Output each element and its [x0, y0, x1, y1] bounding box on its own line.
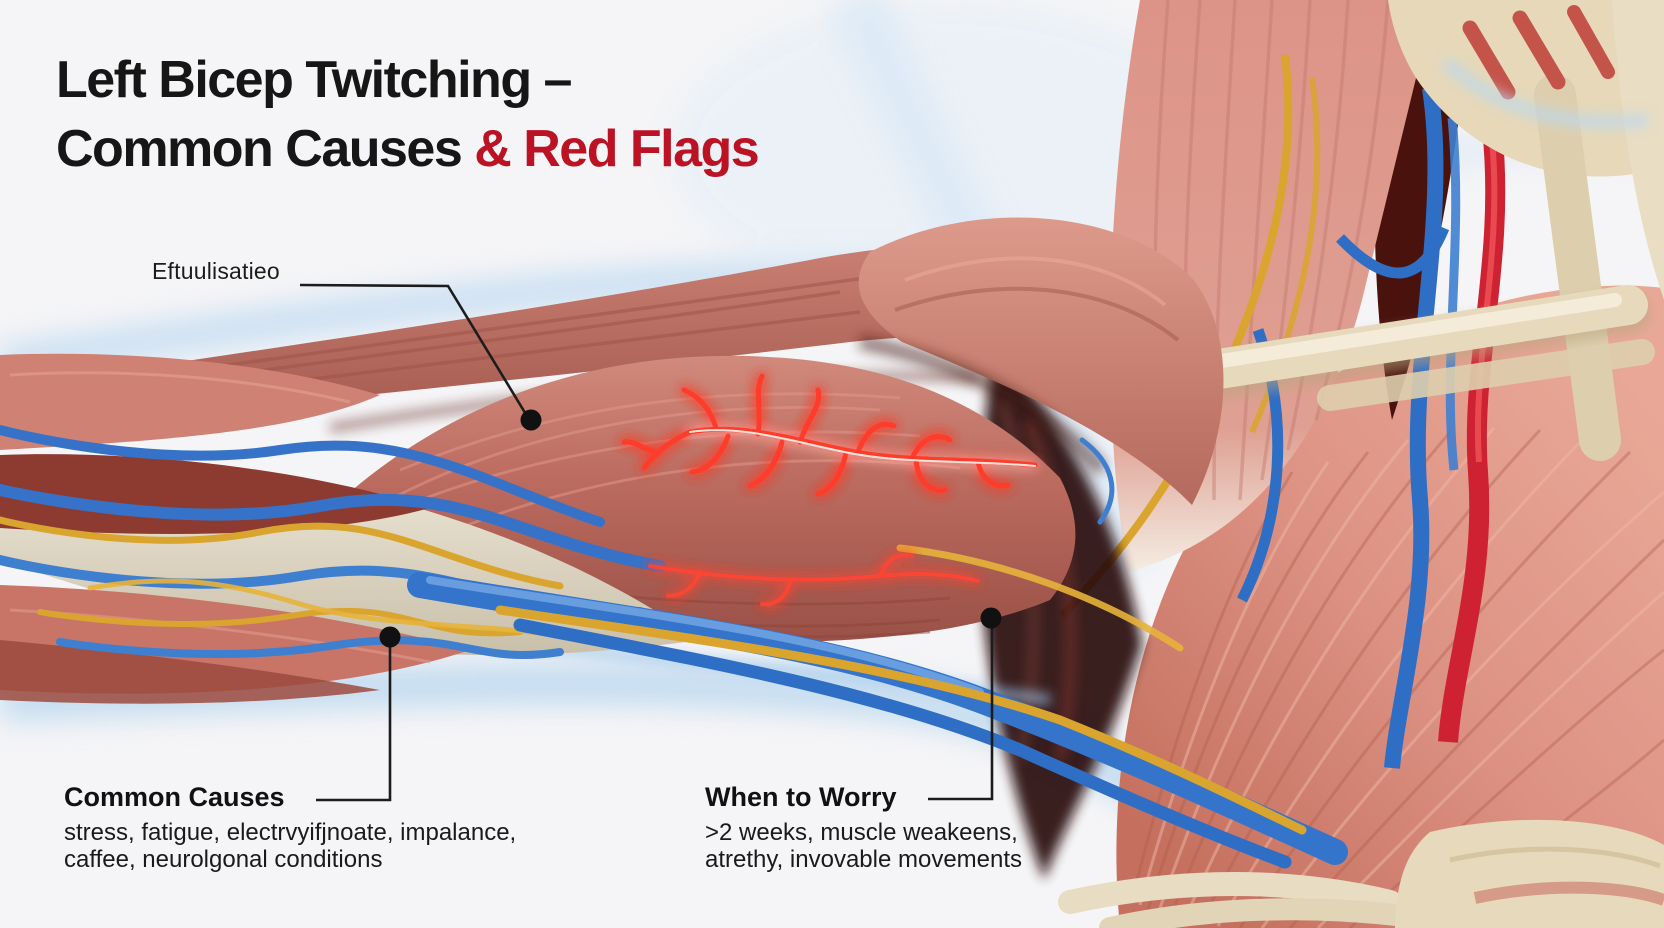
- when-to-worry-callout-line: [928, 627, 994, 801]
- nerve-bundle: [407, 437, 1348, 869]
- muscle-callout-dot: [520, 409, 542, 431]
- when-to-worry-callout-dot: [980, 607, 1002, 629]
- forearm-nerves: [0, 425, 666, 659]
- common-causes-callout-line: [316, 646, 392, 802]
- common-causes-callout-dot: [379, 626, 401, 648]
- nerve-bundle-yellow: [495, 605, 1307, 835]
- callouts: [299, 283, 1002, 802]
- twitching-nerve-glow: [621, 373, 1038, 607]
- muscle-callout-line: [299, 283, 529, 417]
- bicep-striations-light: [359, 392, 961, 542]
